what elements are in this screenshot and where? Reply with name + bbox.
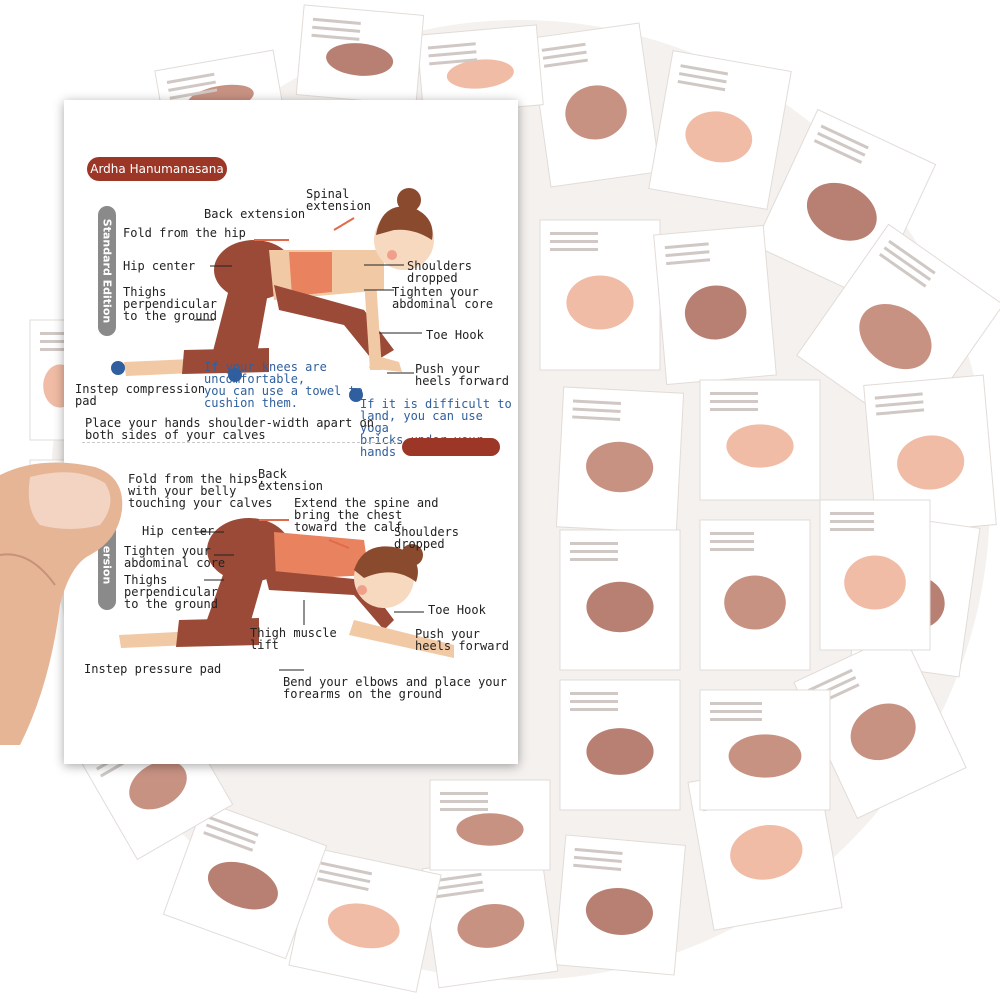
figure-version-pose — [119, 518, 454, 671]
label-thigh-muscle-lift: Thigh muscle lift — [250, 626, 337, 652]
sticker-card-ardha-hanumanasana: Ardha Hanumanasana Standard Edition ersi… — [64, 100, 518, 764]
label-shoulders-dropped-2: Shoulders dropped — [394, 525, 460, 551]
background-sticker-card — [653, 224, 777, 386]
background-sticker-card — [559, 529, 681, 671]
label-instep-compression-pad: Instep compression pad — [75, 382, 206, 408]
background-sticker-card — [162, 800, 328, 960]
background-sticker-card — [295, 4, 425, 106]
label-instep-pressure-pad: Instep pressure pad — [84, 662, 222, 676]
background-sticker-card — [539, 219, 661, 371]
background-sticker-card — [819, 499, 931, 651]
label-hands-placement: Place your hands shoulder-width apart on… — [85, 416, 374, 442]
background-sticker-card — [699, 379, 821, 501]
yoga-pose-illustrations — [111, 188, 454, 671]
label-hip-center-2: Hip center — [142, 524, 215, 538]
label-push-heels: Push your heels forward — [415, 362, 509, 388]
background-sticker-card — [648, 50, 792, 210]
background-sticker-card — [793, 631, 967, 819]
background-sticker-card — [288, 847, 442, 993]
label-extend-spine: Extend the spine and bring the chest tow… — [294, 496, 439, 534]
background-sticker-card — [429, 779, 551, 871]
decorative-red-bar — [402, 438, 500, 456]
tip-knees-towel: If your knees are uncomfortable, you can… — [204, 360, 363, 410]
label-bend-elbows: Bend your elbows and place your forearms… — [283, 675, 507, 701]
figure-standard-pose — [111, 188, 434, 402]
label-shoulders-dropped: Shoulders dropped — [407, 259, 473, 285]
edition-tab-standard: Standard Edition — [98, 206, 116, 336]
label-toe-hook-2: Toe Hook — [428, 603, 486, 617]
label-thighs-perpendicular-2: Thighs perpendicular to the ground — [124, 573, 218, 611]
background-sticker-card — [796, 223, 1000, 437]
background-sticker-card — [559, 679, 681, 811]
background-sticker-card — [555, 386, 685, 534]
label-tighten-core: Tighten your abdominal core — [392, 285, 494, 311]
background-sticker-card — [421, 851, 559, 989]
background-sticker-card — [863, 374, 997, 536]
label-back-extension: Back extension — [204, 207, 306, 221]
label-fold-hips-belly: Fold from the hips, with your belly touc… — [128, 472, 273, 510]
background-sticker-card — [554, 834, 686, 976]
label-back-extension-2: Back extension — [258, 467, 324, 493]
label-spinal-extension: Spinal extension — [306, 187, 372, 213]
finger-holding-sticker — [0, 462, 123, 745]
background-sticker-card — [699, 519, 811, 671]
edition-tab-label: Standard Edition — [100, 218, 114, 324]
label-toe-hook: Toe Hook — [426, 328, 484, 342]
label-hip-center: Hip center — [123, 259, 196, 273]
background-sticker-card — [529, 22, 661, 188]
label-push-heels-2: Push your heels forward — [415, 627, 509, 653]
label-thighs-perpendicular: Thighs perpendicular to the ground — [123, 285, 217, 323]
pose-title-badge: Ardha Hanumanasana — [87, 157, 227, 181]
background-sticker-card — [699, 689, 831, 811]
background-sticker-card — [416, 24, 544, 116]
label-fold-from-hip: Fold from the hip — [123, 226, 246, 240]
label-tighten-core-2: Tighten your abdominal core — [124, 544, 226, 570]
section-divider — [82, 442, 400, 443]
